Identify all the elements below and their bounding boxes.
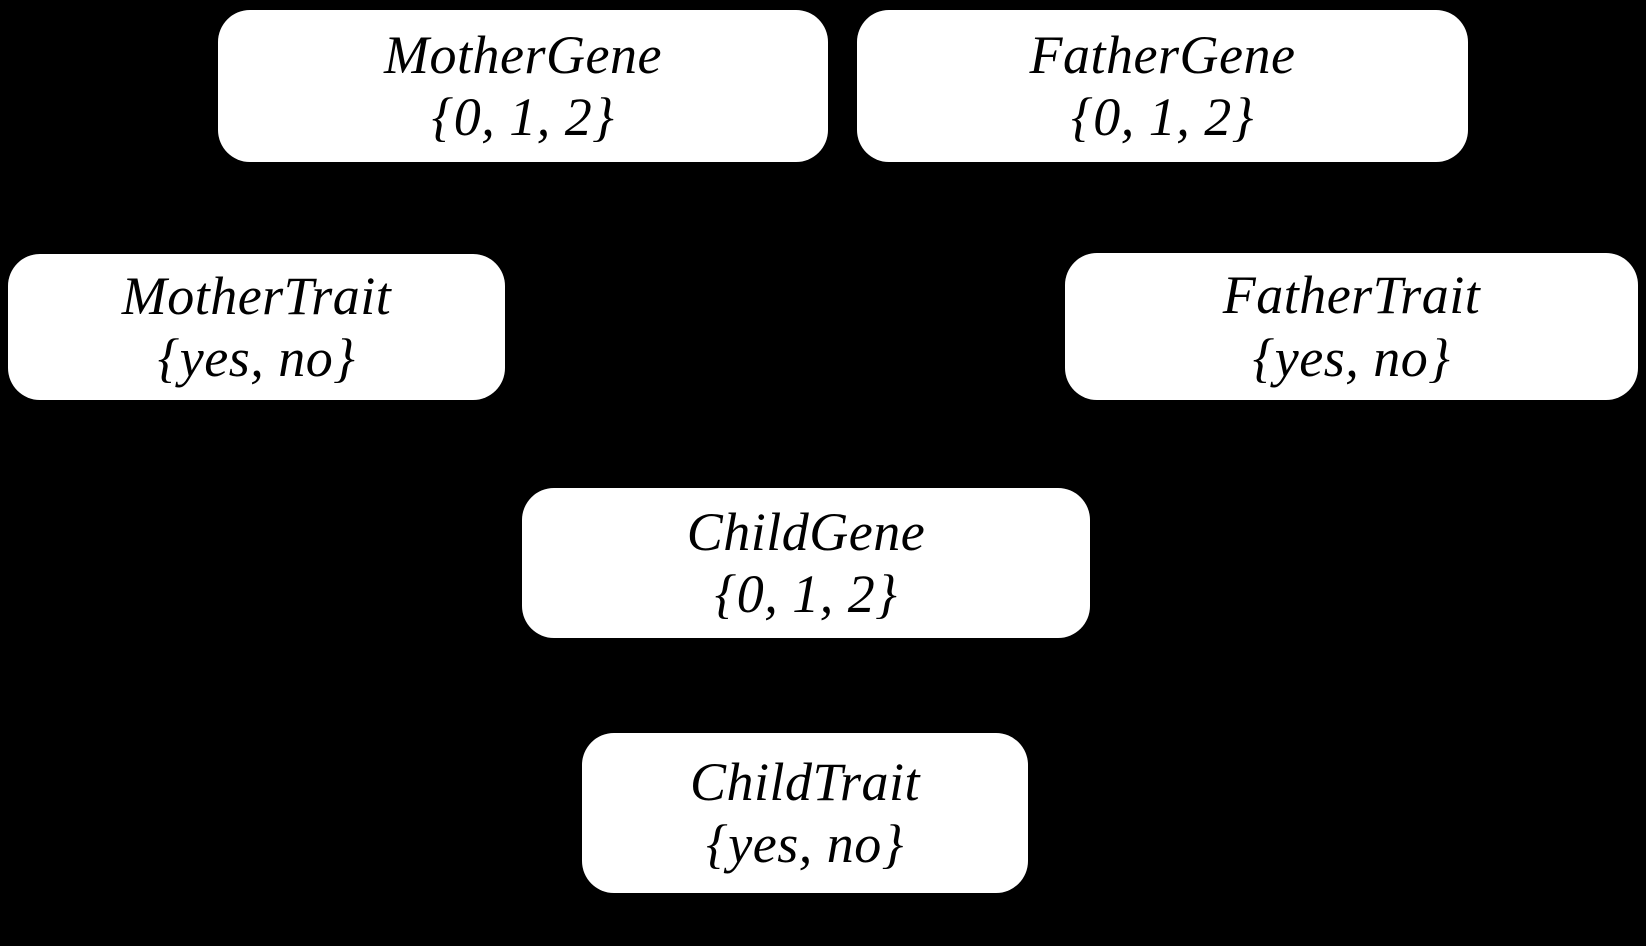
node-child-trait-label: ChildTrait	[689, 751, 921, 812]
node-mother-gene-domain: {0, 1, 2}	[431, 87, 615, 147]
node-child-gene[interactable]: ChildGene {0, 1, 2}	[522, 488, 1090, 638]
node-child-gene-domain: {0, 1, 2}	[714, 564, 898, 624]
node-father-trait[interactable]: FatherTrait {yes, no}	[1065, 253, 1638, 400]
node-father-gene-label: FatherGene	[1029, 24, 1296, 85]
node-mother-trait-domain: {yes, no}	[157, 328, 356, 388]
node-father-gene-domain: {0, 1, 2}	[1071, 87, 1254, 147]
node-father-trait-label: FatherTrait	[1222, 265, 1481, 326]
node-mother-trait[interactable]: MotherTrait {yes, no}	[8, 254, 505, 400]
node-mother-gene-label: MotherGene	[384, 24, 662, 85]
node-mother-trait-label: MotherTrait	[121, 265, 392, 326]
node-child-gene-label: ChildGene	[686, 501, 926, 562]
node-child-trait[interactable]: ChildTrait {yes, no}	[582, 733, 1028, 893]
node-father-trait-domain: {yes, no}	[1252, 327, 1451, 388]
node-mother-gene[interactable]: MotherGene {0, 1, 2}	[218, 10, 828, 162]
node-child-trait-domain: {yes, no}	[706, 814, 904, 874]
node-father-gene[interactable]: FatherGene {0, 1, 2}	[857, 10, 1468, 162]
